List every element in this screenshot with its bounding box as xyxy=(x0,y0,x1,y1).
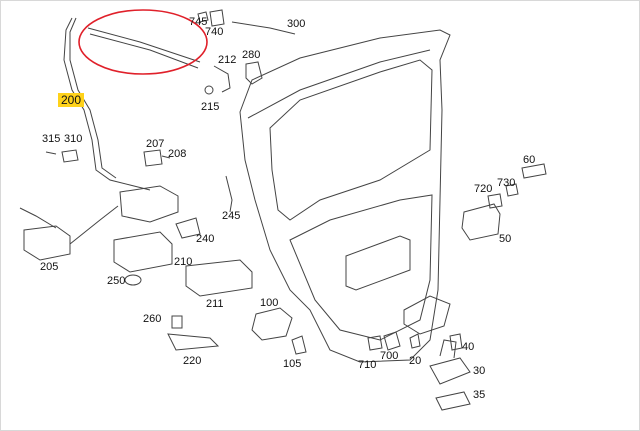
clip-310 xyxy=(61,149,79,163)
spoiler xyxy=(247,49,431,119)
bracket-240 xyxy=(175,217,201,239)
part-label: 245 xyxy=(222,210,241,222)
part-label: 700 xyxy=(380,350,399,362)
part-60 xyxy=(521,163,547,179)
module-210 xyxy=(113,231,173,273)
module-211 xyxy=(185,259,253,297)
rear-window xyxy=(269,59,433,221)
handle-50 xyxy=(461,203,501,241)
rod-245 xyxy=(225,175,233,213)
part-label: 240 xyxy=(196,233,215,245)
part-label: 30 xyxy=(473,365,486,377)
plate-35 xyxy=(435,391,471,411)
part-label: 211 xyxy=(206,298,224,310)
part-label: 50 xyxy=(499,233,512,245)
part-700 xyxy=(383,331,401,351)
part-label: 260 xyxy=(143,313,162,325)
part-label: 20 xyxy=(409,355,422,367)
part-label: 100 xyxy=(260,297,279,309)
part-label: 720 xyxy=(474,183,493,195)
part-label: 40 xyxy=(462,341,475,353)
part-720 xyxy=(487,193,503,209)
part-label: 215 xyxy=(201,101,220,113)
motor-205 xyxy=(23,225,71,261)
part-40 xyxy=(449,333,463,351)
cap-250 xyxy=(124,274,142,286)
part-label: 210 xyxy=(174,256,193,268)
clip-740 xyxy=(209,9,225,27)
part-label: 280 xyxy=(242,49,261,61)
part-label: 250 xyxy=(107,275,126,287)
screw-260 xyxy=(171,315,183,329)
bracket-220 xyxy=(167,333,220,351)
part-label: 35 xyxy=(473,389,486,401)
part-label: 745 xyxy=(189,16,208,28)
cable-200 xyxy=(63,17,151,191)
highlight-circle xyxy=(78,9,208,75)
part-label: 315 xyxy=(42,133,61,145)
inner-panel xyxy=(289,194,433,341)
bracket-207 xyxy=(143,149,163,167)
bracket-212 xyxy=(213,65,231,93)
license-plate-recess xyxy=(345,235,411,291)
part-label: 730 xyxy=(497,177,516,189)
clip-710 xyxy=(367,335,383,351)
part-label: 740 xyxy=(205,26,224,38)
pin-208 xyxy=(161,155,171,159)
part-20 xyxy=(409,333,421,349)
part-label: 208 xyxy=(168,148,187,160)
tailgate-outline xyxy=(239,29,451,363)
striker-30 xyxy=(429,357,471,385)
part-label: 212 xyxy=(218,54,237,66)
highlighted-part-label: 200 xyxy=(58,93,84,107)
part-label: 220 xyxy=(183,355,202,367)
bulb-105 xyxy=(291,335,307,355)
cable-300 xyxy=(231,21,296,35)
part-label: 60 xyxy=(523,154,536,166)
pin-315 xyxy=(45,151,57,155)
part-label: 300 xyxy=(287,18,306,30)
lock-100 xyxy=(251,307,293,341)
latch-assembly xyxy=(403,295,451,335)
screw-215 xyxy=(204,85,214,95)
clip-280 xyxy=(245,61,263,85)
part-label: 105 xyxy=(283,358,302,370)
clip-745 xyxy=(197,11,209,23)
part-label: 310 xyxy=(64,133,83,145)
part-label: 205 xyxy=(40,261,59,273)
part-label: 710 xyxy=(358,359,377,371)
part-label: 207 xyxy=(146,138,165,150)
part-730 xyxy=(505,183,519,197)
motor-assembly xyxy=(119,185,179,223)
